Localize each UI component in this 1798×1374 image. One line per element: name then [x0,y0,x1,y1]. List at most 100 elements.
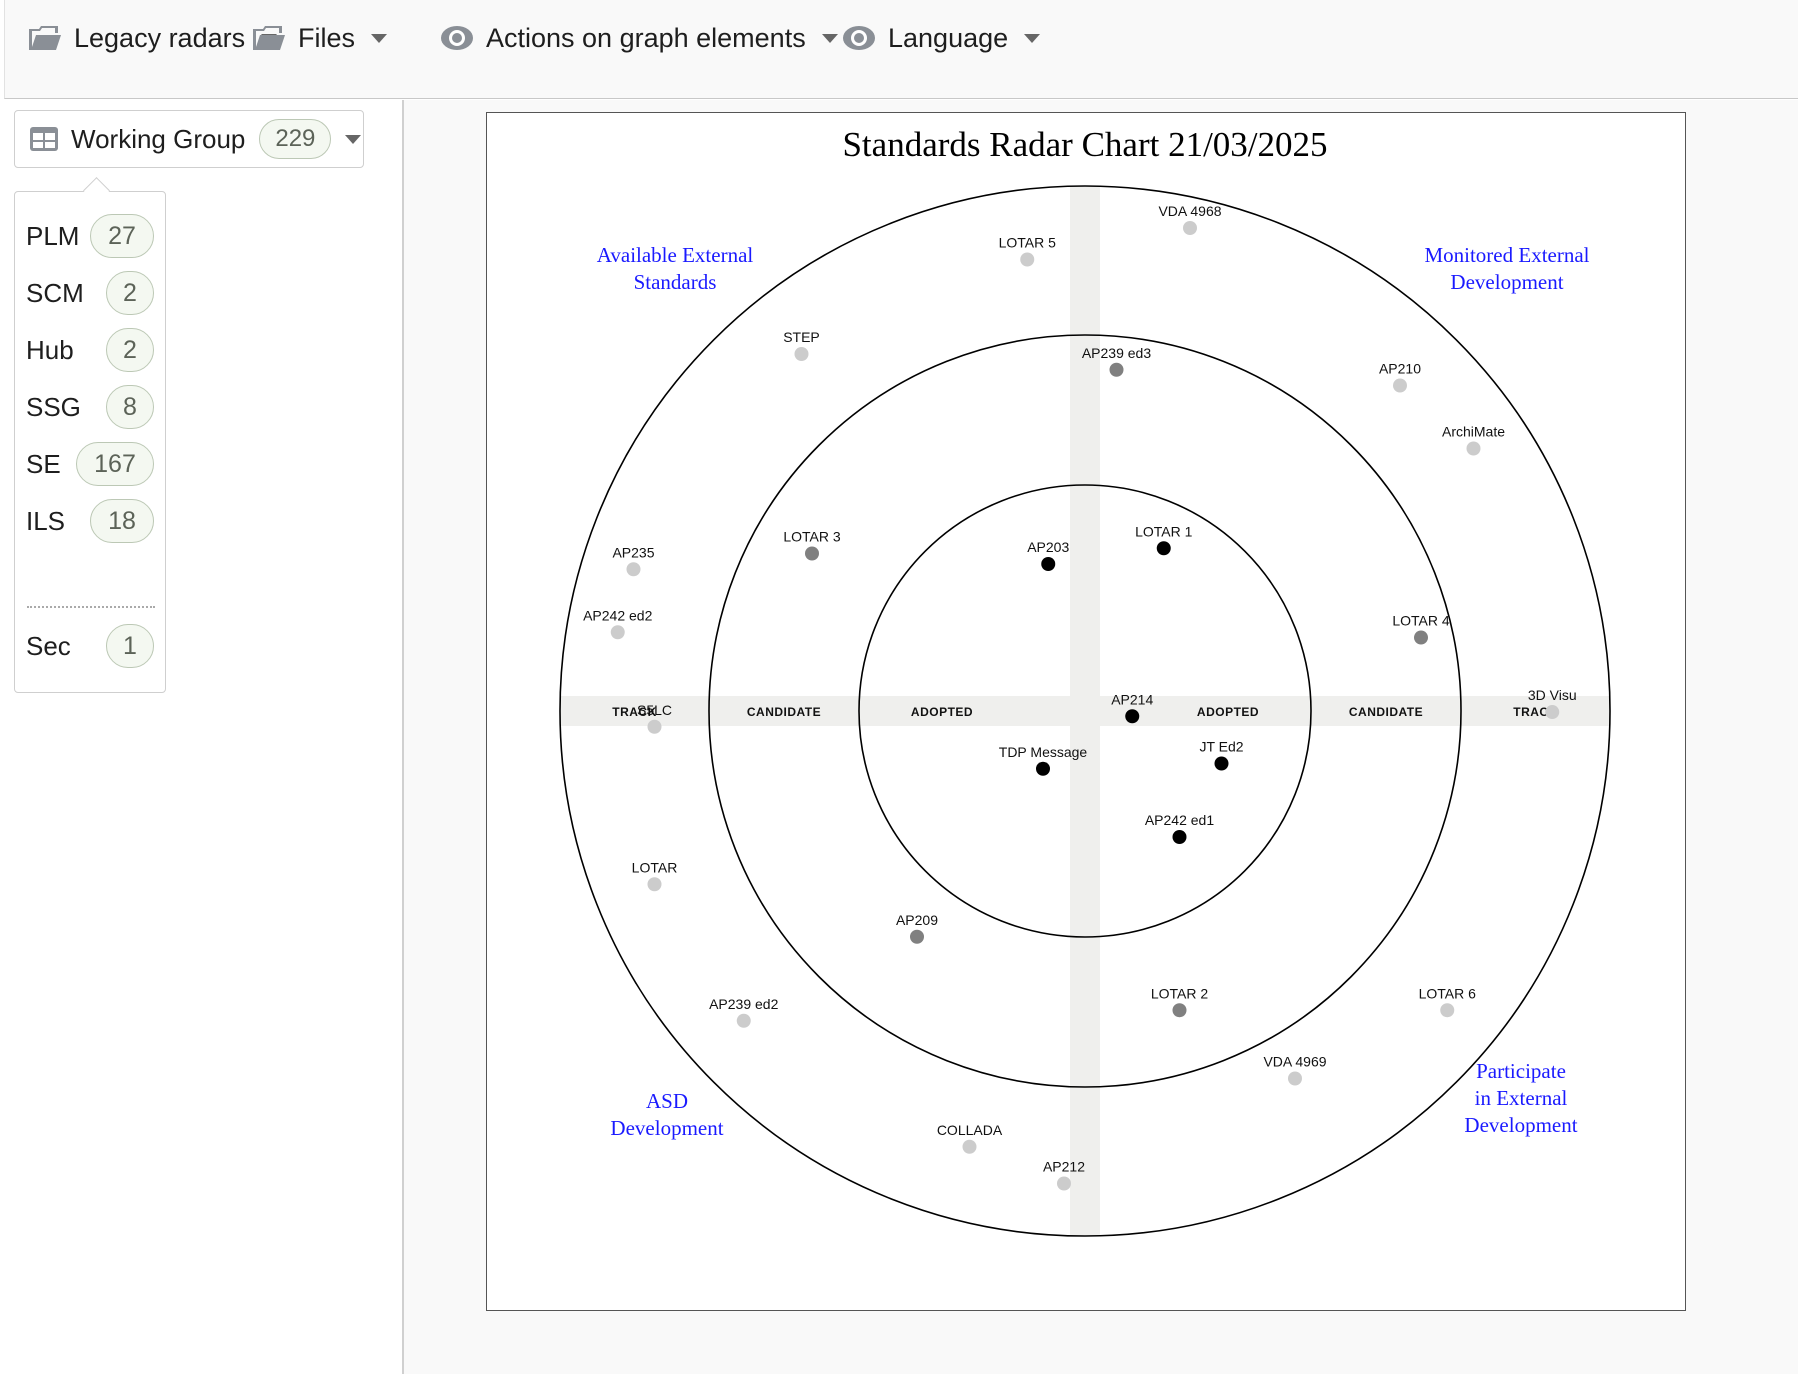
radar-point [962,1139,977,1154]
radar-point [736,1013,751,1028]
menu-language[interactable]: Language [841,18,1041,58]
radar-point-label: AP210 [1379,361,1421,377]
radar-rings [559,185,1611,1237]
group-name: SCM [26,277,84,308]
radar-point [1172,1003,1187,1018]
folder-open-icon [29,26,61,50]
radar-point [1414,630,1428,645]
chart-title: Standards Radar Chart 21/03/2025 [842,125,1327,164]
radar-point-label: AP239 ed2 [709,996,778,1012]
table-grid-icon [30,127,58,151]
radar-point [647,719,662,734]
group-item-ils[interactable]: ILS 18 [15,496,165,546]
group-item-hub[interactable]: Hub 2 [15,325,165,375]
quadrant-label-bottom-right: in External [1475,1086,1568,1110]
radar-point-label: LOTAR 2 [1151,985,1209,1001]
group-name: Hub [26,334,74,365]
pane-splitter[interactable] [402,100,404,1374]
radar-point-label: AP209 [896,912,938,928]
group-count-badge: 1 [106,624,154,668]
folder-open-icon [253,26,285,50]
radar-point-label: AP212 [1043,1159,1085,1175]
quadrant-label-top-right: Development [1450,270,1563,294]
ring-3 [559,185,1611,1237]
radar-point [805,546,819,561]
quadrant-label-top-left: Available External [597,243,754,267]
radar-point-label: LOTAR 5 [999,235,1057,251]
radar-point-label: LOTAR [632,859,678,875]
group-item-scm[interactable]: SCM 2 [15,268,165,318]
radar-point [794,347,809,361]
group-item-se[interactable]: SE 167 [15,439,165,489]
ring-1 [858,484,1312,938]
radar-point [610,625,625,640]
menu-label: Actions on graph elements [486,22,806,53]
radar-point [1125,709,1140,724]
group-count-badge: 167 [76,442,154,486]
group-count-badge: 18 [90,499,154,543]
radar-point [1545,705,1560,720]
radar-point [1041,557,1056,571]
radar-point [1020,252,1035,267]
working-group-label: Working Group [71,123,246,154]
ring-label-track: TRACK [612,705,657,719]
radar-point-label: LOTAR 3 [783,529,841,545]
menu-files[interactable]: Files [251,18,388,58]
radar-point [1393,378,1407,393]
ring-label-candidate: CANDIDATE [1349,705,1423,719]
radar-point-label: AP203 [1027,539,1069,555]
menu-label: Language [888,22,1009,53]
top-menu-bar: Legacy radars Files Actions on graph ele… [4,0,1798,99]
menu-label: Files [298,22,356,53]
radar-point-label: JT Ed2 [1199,739,1243,755]
radar-point [1036,761,1050,776]
group-name: ILS [26,505,66,536]
radar-point-label: ArchiMate [1442,424,1505,440]
radar-point-label: VDA 4968 [1158,203,1221,219]
quadrant-label-bottom-left: ASD [646,1089,688,1113]
radar-point [626,562,641,577]
menu-actions-on-graph-elements[interactable]: Actions on graph elements [439,18,838,58]
radar-point [1156,541,1171,556]
eye-icon [441,26,473,50]
radar-point-label: AP235 [612,544,654,560]
group-count-badge: 27 [90,214,154,258]
group-count-badge: 2 [106,271,154,315]
radar-point [1466,441,1481,456]
radar-point-label: AP239 ed3 [1082,345,1151,361]
ring-2 [708,334,1462,1088]
radar-point [647,877,662,892]
group-name: Sec [26,630,71,661]
group-count-badge: 2 [106,328,154,372]
radar-point-label: LOTAR 1 [1135,523,1193,539]
axis-bands [560,186,1610,1236]
menu-legacy-radars[interactable]: Legacy radars [27,18,278,58]
group-item-sec[interactable]: Sec 1 [15,621,165,671]
radar-point-label: VDA 4969 [1263,1054,1326,1070]
quadrant-label-top-right: Monitored External [1424,243,1589,267]
radar-point-label: S5LC [637,702,672,718]
chevron-down-icon [821,33,838,43]
group-list-divider [27,606,155,608]
working-group-count-badge: 229 [259,119,332,159]
group-item-plm[interactable]: PLM 27 [15,211,165,261]
quadrant-label-bottom-right: Participate [1476,1059,1566,1083]
chevron-down-icon [371,33,388,43]
vertical-axis-band [1070,186,1100,1236]
radar-point-label: COLLADA [937,1122,1003,1138]
radar-point-label: 3D Visu [1528,687,1577,703]
radar-point-label: AP242 ed1 [1145,812,1214,828]
radar-point [910,929,924,944]
group-item-ssg[interactable]: SSG 8 [15,382,165,432]
radar-point-label: LOTAR 4 [1392,613,1450,629]
radar-chart-frame: Standards Radar Chart 21/03/2025 Availab… [486,112,1686,1311]
radar-point-label: TDP Message [999,744,1088,760]
group-name: SE [26,448,61,479]
chevron-down-icon [1024,33,1041,43]
working-group-dropdown[interactable]: Working Group 229 [14,110,364,168]
working-group-list: PLM 27 SCM 2 Hub 2 SSG 8 SE 167 ILS 18 S… [14,191,166,693]
ring-label-adopted: ADOPTED [911,705,973,719]
chevron-down-icon [345,134,362,144]
